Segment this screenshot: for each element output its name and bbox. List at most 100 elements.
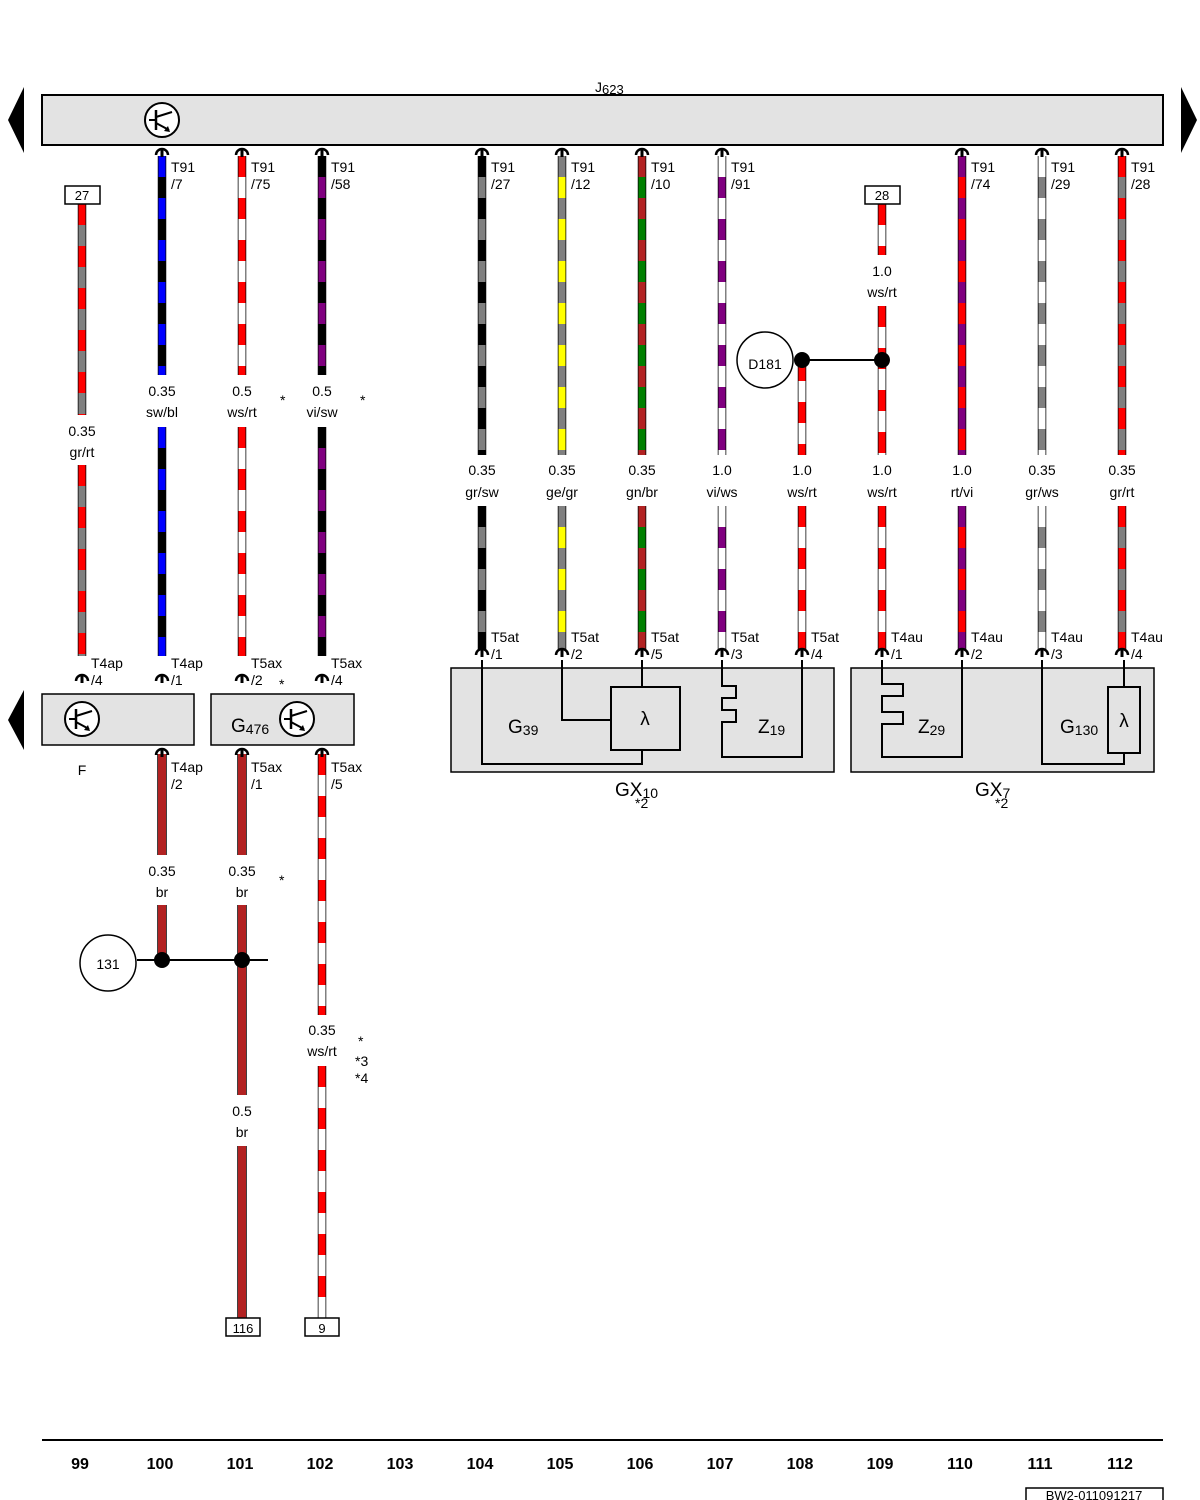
lambda-sensor-box [610, 686, 681, 751]
wire-color: ws/rt [866, 284, 897, 300]
pin-label: T91 [251, 159, 275, 175]
wire-color: vi/sw [306, 404, 338, 420]
pin-label: /2 [571, 646, 583, 662]
transistor-icon [144, 102, 180, 138]
pin-label: T91 [731, 159, 755, 175]
pin-label: T91 [571, 159, 595, 175]
column-number: 105 [547, 1456, 574, 1473]
note-star: *4 [355, 1070, 368, 1086]
column-number: 102 [307, 1456, 334, 1473]
gx10-circuit [561, 660, 611, 721]
column-number: 100 [147, 1456, 174, 1473]
pin-label: /5 [331, 776, 343, 792]
pin-label: T4ap [171, 759, 203, 775]
lambda-sensor-box [1107, 686, 1141, 754]
wire-color: ws/rt [786, 484, 817, 500]
splice-131[interactable] [79, 934, 137, 992]
note-star: * [358, 1033, 364, 1049]
pin-label: T5ax [251, 759, 282, 775]
lambda-symbol: λ [640, 709, 650, 730]
wire-size: 0.35 [628, 462, 655, 478]
pin-label: /4 [811, 646, 823, 662]
ref-28: 28 [875, 188, 889, 203]
wire-size: 0.35 [148, 863, 175, 879]
junction-dot [154, 952, 170, 968]
column-number: 111 [1028, 1456, 1053, 1473]
left-arrow-icon [8, 690, 24, 750]
wire-size: 0.5 [232, 383, 252, 399]
ref-27: 27 [75, 188, 89, 203]
pin-label: /3 [1051, 646, 1063, 662]
ref-box-9[interactable] [304, 1317, 340, 1337]
heater-z29-icon [881, 660, 963, 758]
heater-z19-icon [721, 660, 803, 758]
wire-size: 0.35 [1108, 462, 1135, 478]
pin-label: /4 [1131, 646, 1143, 662]
wire-color: br [236, 884, 249, 900]
pin-label: /10 [651, 176, 671, 192]
note-star: * [279, 872, 285, 888]
pin-label: T91 [331, 159, 355, 175]
pin-label: /2 [971, 646, 983, 662]
ref-box-27[interactable] [64, 185, 101, 205]
wire-size: 1.0 [872, 462, 892, 478]
pin-label: /58 [331, 176, 351, 192]
component-z29-label: Z29 [918, 717, 945, 738]
pin-label: /3 [731, 646, 743, 662]
note-star: * [280, 392, 286, 408]
note-star: *2 [635, 795, 648, 811]
column-number: 99 [71, 1456, 89, 1473]
lower-pin-labels: T4ap /1 T5ax /2 * T5ax /4 T5at /1 T5at /… [171, 629, 1163, 792]
diagram-code-box [1025, 1487, 1164, 1500]
splice-d181[interactable] [736, 331, 794, 389]
pin-label: T5ax [251, 655, 282, 671]
pin-label: /1 [491, 646, 503, 662]
splice-131-label: 131 [96, 956, 120, 972]
pin-label: T5at [571, 629, 599, 645]
ref-box-116[interactable] [225, 1317, 261, 1337]
column-number: 109 [867, 1456, 894, 1473]
wire-color: gr/rt [1110, 484, 1135, 500]
pin-label: T5ax [331, 759, 362, 775]
wire-size: 0.35 [308, 1022, 335, 1038]
column-number: 110 [947, 1456, 973, 1473]
ref-116: 116 [233, 1321, 254, 1336]
wire-size: 1.0 [872, 263, 892, 279]
pin-label: T4au [891, 629, 923, 645]
right-arrow-icon [1181, 87, 1197, 153]
splice-d181-label: D181 [748, 356, 782, 372]
transistor-icon [279, 701, 315, 737]
component-gx7-box[interactable] [850, 667, 1155, 773]
pin-label: T91 [171, 159, 195, 175]
ecu-label: J623 [595, 79, 624, 97]
pin-label: T4au [971, 629, 1003, 645]
column-number: 103 [387, 1456, 414, 1473]
wire-color: ge/gr [546, 484, 578, 500]
pin-label: /5 [651, 646, 663, 662]
ref-box-28[interactable] [864, 185, 901, 205]
pin-label: /2 [171, 776, 183, 792]
wire-size: 0.35 [1028, 462, 1055, 478]
wire-size: 1.0 [952, 462, 972, 478]
wire-size: 1.0 [712, 462, 732, 478]
lambda-symbol: λ [1119, 711, 1129, 732]
wire-color: ws/rt [226, 404, 257, 420]
junction-dot [234, 952, 250, 968]
pin-label: /75 [251, 176, 271, 192]
pin-label: /4 [331, 672, 343, 688]
ecu-j623-box[interactable] [41, 94, 1164, 146]
pin-label: T5ax [331, 655, 362, 671]
pin-label: /91 [731, 176, 751, 192]
wires-layer [77, 156, 1127, 1318]
upper-wire-labels: T91 /7 0.35 sw/bl T91 /75 0.5 ws/rt * T9… [146, 159, 1155, 500]
wire-size: 0.5 [312, 383, 332, 399]
pin-label: /27 [491, 176, 511, 192]
pin-label: T5at [811, 629, 839, 645]
wire-color: gr/rt [70, 444, 95, 460]
pin-label: /1 [171, 672, 183, 688]
column-number: 112 [1107, 1456, 1133, 1473]
ref-9: 9 [318, 1321, 325, 1336]
gx10-circuit [481, 660, 643, 765]
